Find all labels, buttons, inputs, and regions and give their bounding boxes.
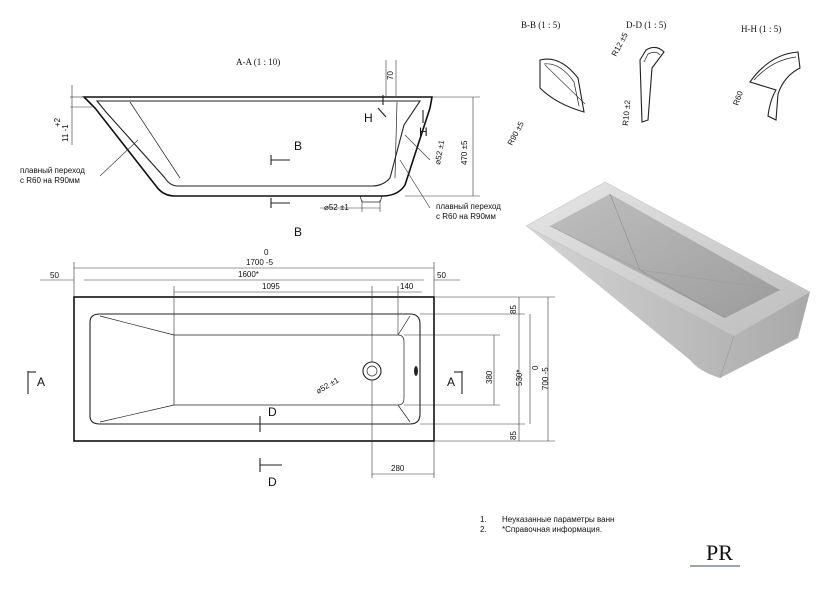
section-hh-title: H-H (1 : 5) — [741, 24, 781, 34]
dim-85-bottom: 85 — [509, 431, 518, 440]
section-bb-title: B-B (1 : 5) — [521, 20, 560, 30]
dim-50-left: 50 — [50, 271, 59, 280]
note-right-line1: плавный переход — [436, 202, 501, 211]
note-1-number: 1. — [480, 515, 487, 524]
cut-b-top: B — [294, 139, 302, 153]
dim-drain-side: ⌀52 ±1 — [433, 139, 446, 166]
section-bb-detail: B-B (1 : 5) R90 ±5 — [506, 20, 586, 147]
tub-section-inner — [95, 100, 422, 187]
section-aa-view: A-A (1 : 10) +2 11 -1 70 470 ±5 ⌀52 ±1 ⌀… — [20, 57, 501, 239]
tub-3d-render — [525, 181, 811, 379]
dim-380: 380 — [485, 370, 494, 384]
tub-section-edge-right — [394, 101, 398, 179]
dd-profile — [639, 46, 665, 123]
bb-radius-label: R90 ±5 — [506, 120, 526, 147]
dim-1700: 1700 -5 — [246, 258, 274, 267]
cut-b-bottom: B — [294, 225, 302, 239]
dim-drain-bottom: ⌀52 ±1 — [324, 203, 349, 212]
cut-d-top: D — [268, 405, 277, 419]
drain-inner — [366, 365, 378, 377]
dim-85-top: 85 — [509, 305, 518, 314]
tub-plan-outer — [73, 296, 435, 442]
tub-plan-floor — [173, 334, 405, 406]
dim-140: 140 — [400, 282, 414, 291]
hh-radius-label: R60 — [731, 89, 745, 106]
note-left-line1: плавный переход — [20, 166, 85, 175]
brand-logo: PR — [690, 540, 740, 567]
tub-section-edge — [129, 101, 181, 179]
section-dd-detail: D-D (1 : 5) R12 ±5 R10 ±2 — [610, 20, 666, 126]
bb-profile — [539, 58, 585, 113]
overflow — [414, 366, 418, 376]
cut-h-right: H — [419, 125, 428, 139]
cut-d-bottom: D — [268, 475, 277, 489]
render-basin — [550, 194, 780, 318]
tub-plan-inner — [89, 313, 421, 425]
dim-drain-plan: ⌀52 ±1 — [315, 375, 341, 395]
section-aa-title: A-A (1 : 10) — [236, 57, 280, 67]
logo-text: PR — [706, 540, 733, 565]
dim-530: 530* — [515, 370, 524, 386]
cut-a-right: A — [447, 375, 455, 389]
note-1-text: Неуказанные параметры ванн — [502, 515, 614, 524]
cut-h-left: H — [364, 111, 373, 125]
notes-block: 1. Неуказанные параметры ванн 2. *Справо… — [480, 515, 614, 534]
dim-700: 700 -5 — [541, 367, 550, 390]
dim-280: 280 — [391, 464, 405, 473]
dd-radius-top: R12 ±5 — [610, 31, 630, 58]
hh-profile — [749, 51, 801, 121]
drain-outer — [362, 361, 382, 381]
drain-stub — [359, 195, 383, 203]
note-right-line2: с R60 на R90мм — [436, 212, 496, 221]
dim-70: 70 — [386, 71, 395, 80]
dim-0-right: 0 — [531, 365, 540, 370]
note-left-line2: с R60 на R90мм — [20, 176, 80, 185]
note-2-text: *Справочная информация. — [502, 525, 602, 534]
note-2-number: 2. — [480, 525, 487, 534]
dd-radius-bottom: R10 ±2 — [621, 99, 632, 126]
dim-50-right: 50 — [437, 271, 446, 280]
dim-1095: 1095 — [262, 282, 280, 291]
top-view: ⌀52 ±1 0 1700 -5 50 50 1600* 1095 140 85… — [27, 248, 555, 489]
section-dd-title: D-D (1 : 5) — [626, 20, 666, 30]
cut-a-left: A — [37, 375, 45, 389]
dim-0-top: 0 — [264, 248, 269, 257]
dim-1600: 1600* — [238, 270, 259, 279]
dim-tolerance-11: 11 -1 — [61, 124, 70, 142]
section-hh-detail: H-H (1 : 5) R60 — [731, 24, 801, 121]
dim-tolerance-top: +2 — [53, 117, 62, 127]
dim-470: 470 ±5 — [460, 140, 469, 165]
